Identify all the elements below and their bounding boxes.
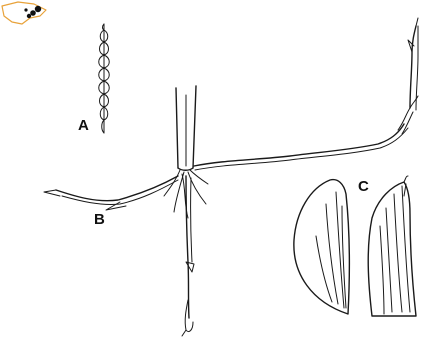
panel-label-a: A bbox=[78, 118, 89, 133]
region-map-logo bbox=[2, 2, 46, 24]
panel-label-b: B bbox=[94, 212, 105, 227]
flower-spike-icon bbox=[99, 24, 110, 133]
panel-label-c: C bbox=[358, 179, 369, 194]
leaf-tip-details-icon bbox=[294, 176, 416, 316]
